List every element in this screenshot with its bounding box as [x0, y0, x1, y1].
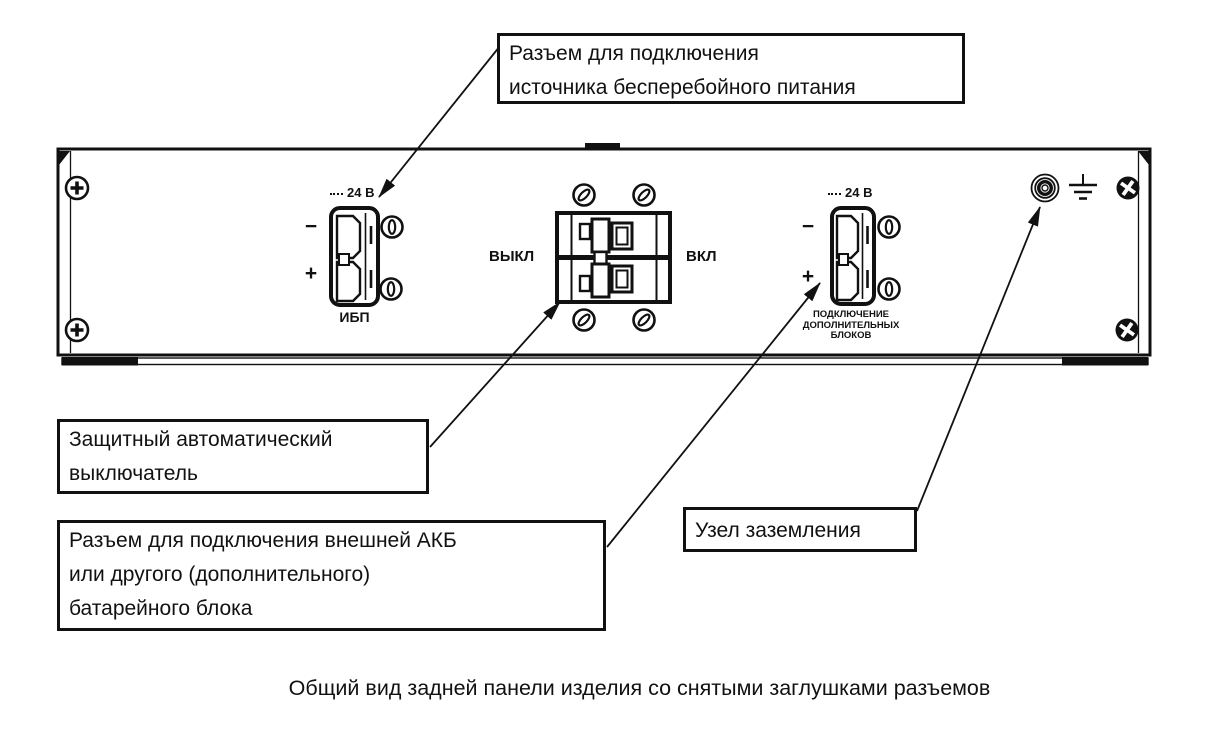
- leader-lines: [378, 45, 1041, 548]
- circuit-breaker: [555, 183, 672, 332]
- breaker-toggle: [590, 262, 611, 299]
- ups-connector: [329, 206, 380, 307]
- aux-port-voltage-label: 24 В: [828, 185, 872, 200]
- screw-slot-icon: [877, 215, 901, 239]
- screw-phillips-icon: [1116, 176, 1140, 200]
- leader-ground: [916, 206, 1041, 512]
- ups-port-name-label: ИБП: [339, 309, 370, 325]
- aux-battery-connector: [830, 206, 876, 306]
- screw-slot-diagonal-icon: [572, 308, 596, 332]
- screw-slot-icon: [877, 277, 901, 301]
- breaker-on-label: ВКЛ: [686, 248, 717, 265]
- screw-slot-icon: [379, 277, 403, 301]
- screw-cross-icon: [64, 317, 90, 343]
- figure-caption: Общий вид задней панели изделия со сняты…: [288, 676, 991, 700]
- ground-symbol-icon: [1069, 174, 1097, 200]
- breaker-toggle: [590, 217, 611, 254]
- screw-cross-icon: [64, 175, 90, 201]
- screw-slot-diagonal-icon: [632, 183, 656, 207]
- screw-phillips-icon: [1115, 318, 1139, 342]
- ups-port-minus-label: −: [304, 215, 318, 238]
- ground-terminal-icon: [1030, 173, 1060, 203]
- callout-ground: Узел заземления: [683, 507, 917, 552]
- ups-port-voltage-label: 24 В: [330, 185, 374, 200]
- leader-breaker: [429, 301, 561, 448]
- aux-port-name-label: ПОДКЛЮЧЕНИЕ ДОПОЛНИТЕЛЬНЫХ БЛОКОВ: [802, 309, 900, 341]
- screw-slot-icon: [380, 215, 404, 239]
- breaker-off-label: ВЫКЛ: [489, 248, 535, 265]
- leader-ups-connector: [378, 45, 501, 198]
- callout-circuit-breaker: Защитный автоматический выключатель: [57, 419, 429, 494]
- aux-port-plus-label: +: [801, 265, 815, 288]
- screw-slot-diagonal-icon: [632, 308, 656, 332]
- dc-symbol-icon: [330, 190, 343, 195]
- bottom-rail: [61, 357, 1149, 366]
- dc-symbol-icon: [828, 190, 841, 195]
- aux-port-minus-label: −: [801, 215, 815, 238]
- callout-battery-connector: Разъем для подключения внешней АКБ или д…: [57, 520, 606, 631]
- leader-battery-connector: [606, 282, 821, 548]
- callout-ups-connector: Разъем для подключения источника беспере…: [497, 33, 965, 104]
- top-tab: [585, 143, 620, 150]
- ups-port-plus-label: +: [304, 262, 318, 285]
- screw-slot-diagonal-icon: [572, 183, 596, 207]
